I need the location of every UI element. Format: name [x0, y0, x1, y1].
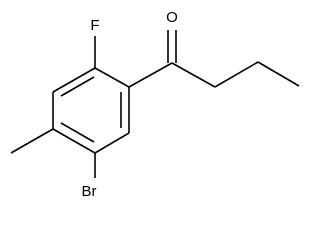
bond-c4-methyl — [10, 128, 54, 154]
bromine-label: Br — [82, 183, 97, 200]
bond-ch2-ch3 — [257, 61, 300, 87]
ring-bond-c5-c6 — [94, 132, 130, 154]
ring-bond-c1-c2 — [94, 67, 130, 88]
bond-ring-carbonyl — [128, 62, 173, 88]
ring-double-bond-inner-2 — [60, 122, 95, 143]
oxygen-label: O — [166, 9, 178, 26]
molecule-drawing: O F Br — [10, 9, 300, 200]
fluorine-label: F — [90, 17, 99, 34]
bond-carbonyl-ch2 — [171, 62, 216, 88]
ring-bond-c2-c3 — [52, 67, 96, 93]
bond-ch2-ch2 — [214, 61, 259, 88]
ring-bond-c4-c5 — [52, 128, 96, 154]
ring-double-bond-inner-1 — [60, 76, 95, 97]
structure-diagram: O F Br — [10, 9, 300, 200]
